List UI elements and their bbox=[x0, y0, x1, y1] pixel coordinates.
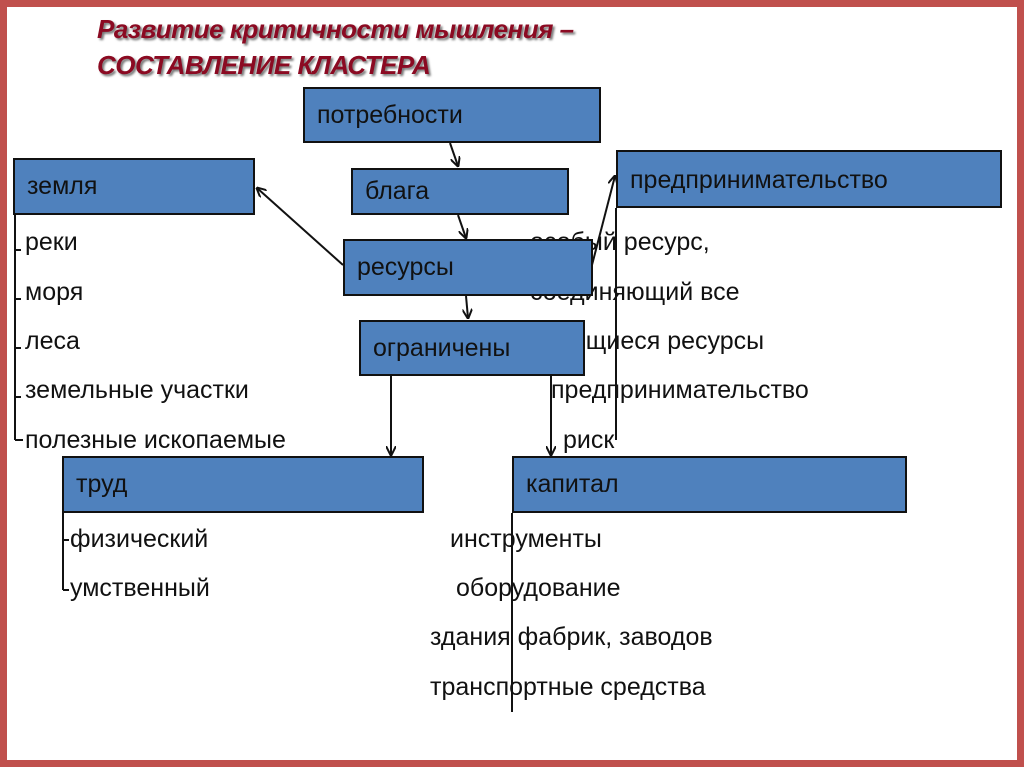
land-item: леса bbox=[25, 327, 80, 355]
node-entrepreneurship: предпринимательство bbox=[616, 150, 1002, 208]
labor-item: умственный bbox=[70, 574, 210, 602]
labor-item: физический bbox=[70, 525, 209, 553]
labor-bracket bbox=[62, 513, 69, 591]
node-goods: блага bbox=[351, 168, 569, 215]
entrepreneurship-item: предпринимательство bbox=[551, 376, 809, 404]
node-labor: труд bbox=[62, 456, 424, 513]
arrow-resources-land bbox=[257, 188, 344, 266]
capital-item: транспортные средства bbox=[430, 673, 706, 701]
node-needs: потребности bbox=[303, 87, 601, 143]
node-limited: ограничены bbox=[359, 320, 585, 376]
land-item: моря bbox=[25, 278, 84, 306]
land-bracket bbox=[14, 215, 23, 441]
capital-item: инструменты bbox=[450, 525, 602, 553]
capital-item: здания фабрик, заводов bbox=[430, 623, 713, 651]
land-item: реки bbox=[25, 228, 78, 256]
slide-title-line2: СОСТАВЛЕНИЕ КЛАСТЕРА bbox=[97, 50, 431, 80]
arrow-resources-limited bbox=[466, 295, 468, 318]
slide-title-line1: Развитие критичности мышления – bbox=[97, 14, 574, 44]
land-item: земельные участки bbox=[25, 376, 249, 404]
arrow-goods-resources bbox=[457, 214, 466, 238]
arrow-needs-goods bbox=[449, 142, 458, 166]
node-capital: капитал bbox=[512, 456, 907, 513]
entrepreneurship-item: риск bbox=[563, 426, 615, 454]
land-item: полезные ископаемые bbox=[25, 426, 286, 454]
capital-item: оборудование bbox=[456, 574, 621, 602]
arrow-resources-entrepreneurship bbox=[591, 176, 615, 266]
node-land: земля bbox=[13, 158, 255, 215]
node-resources: ресурсы bbox=[343, 239, 593, 296]
